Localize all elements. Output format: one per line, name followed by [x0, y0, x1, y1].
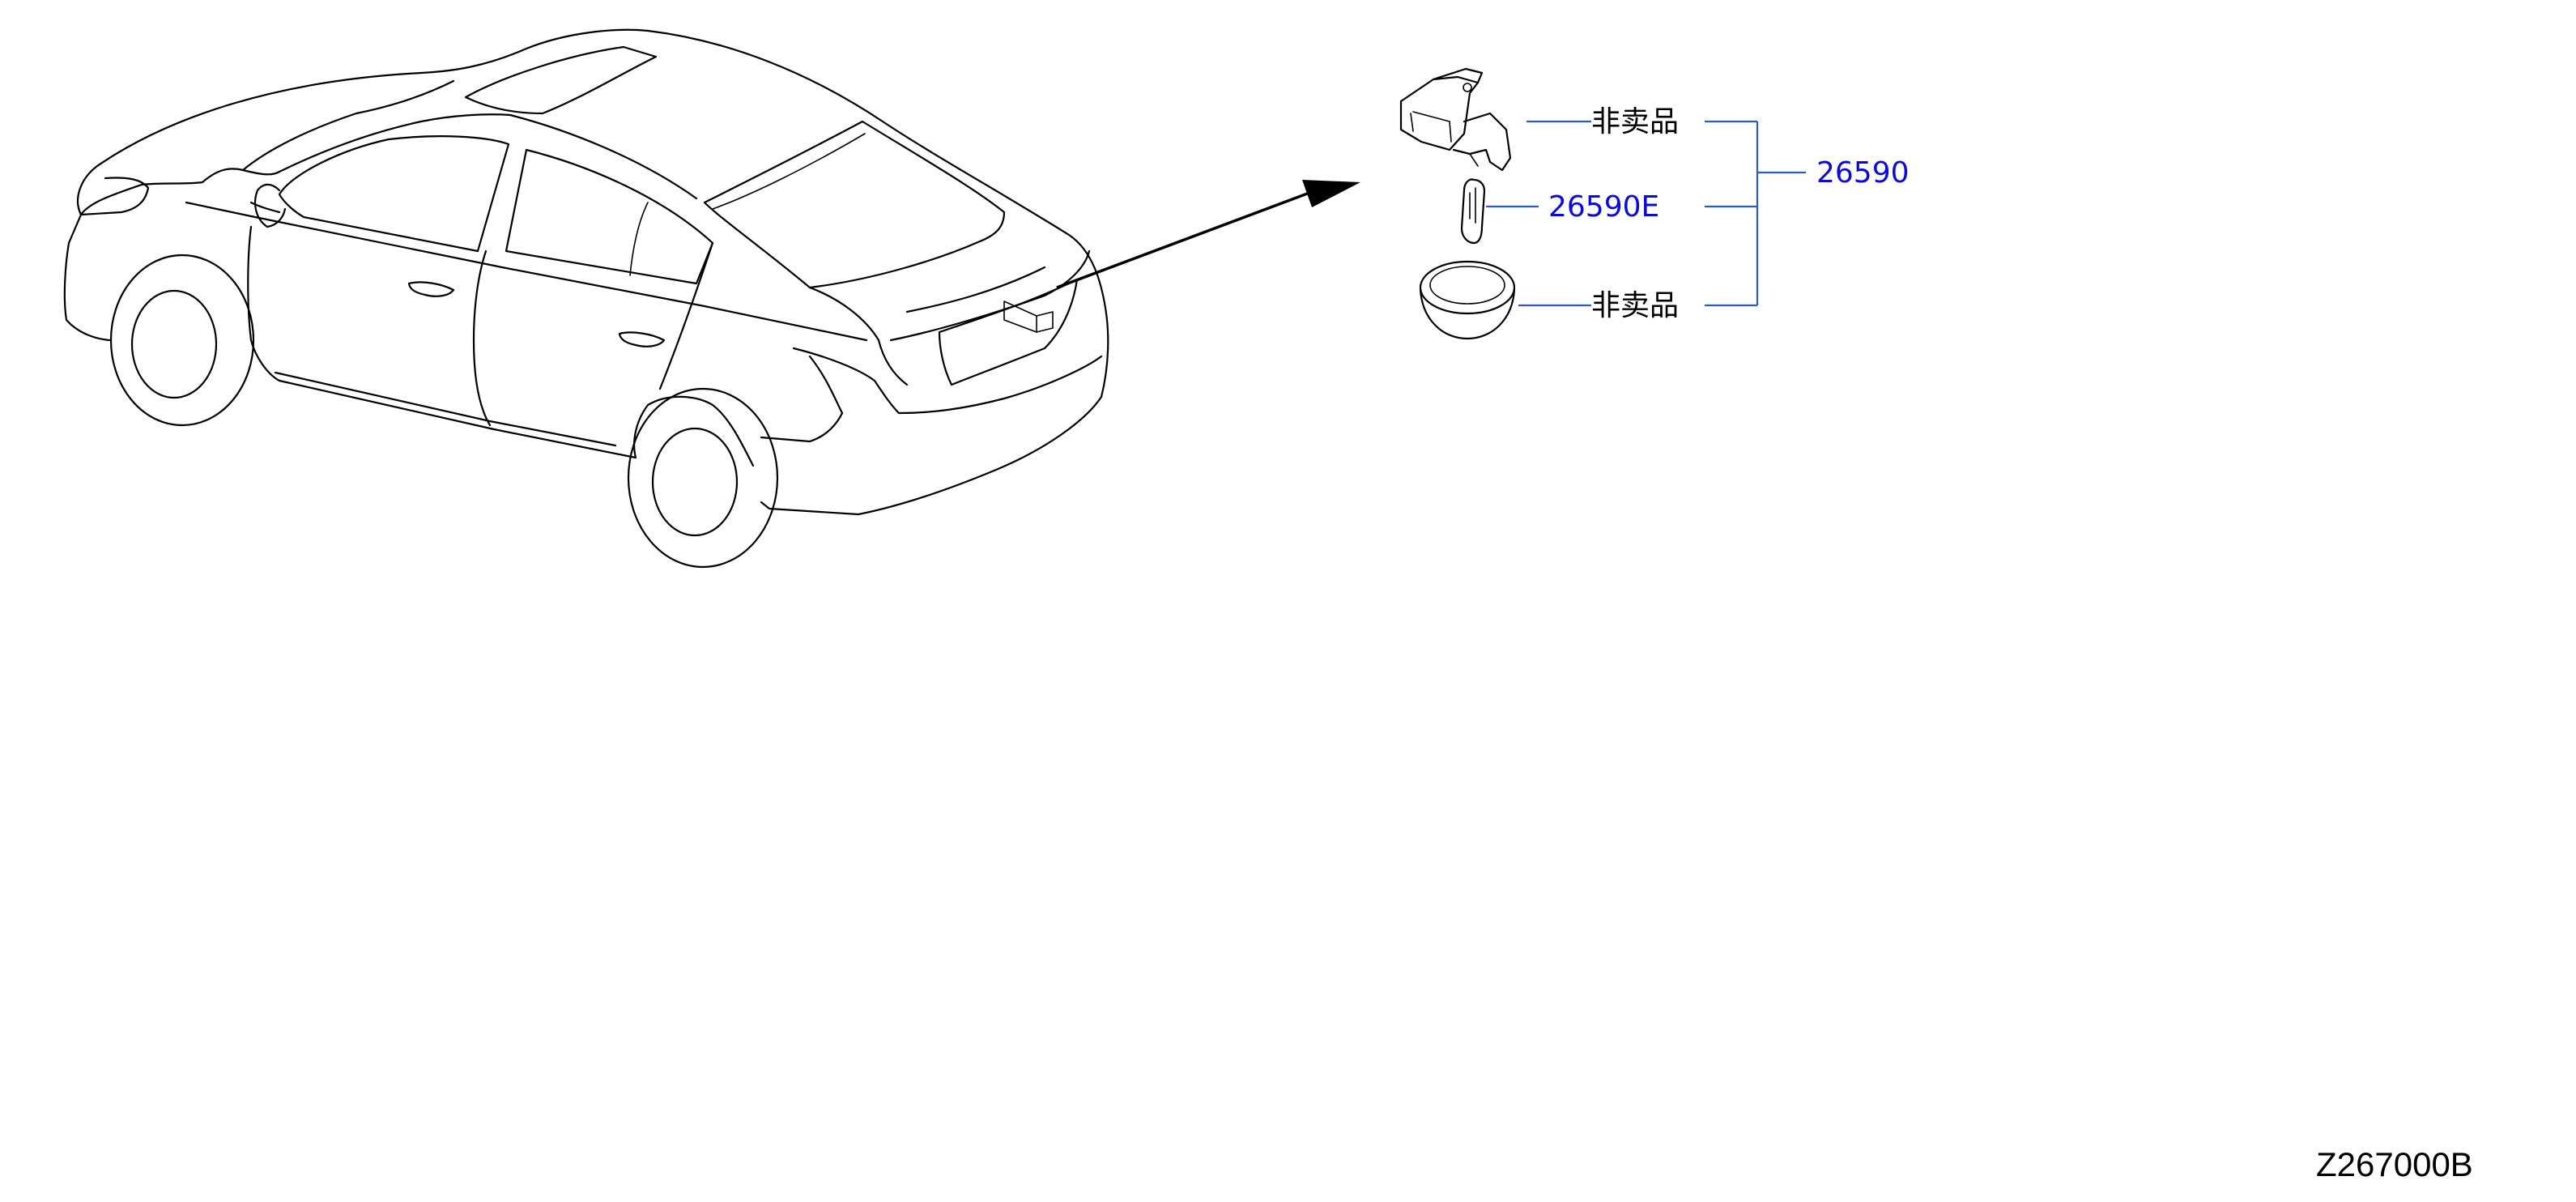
lens-cover-part: [1419, 260, 1516, 340]
bulb-part-number[interactable]: 26590E: [1548, 190, 1659, 224]
lamp-socket-part: [1399, 67, 1512, 172]
diagram-reference-code: Z267000B: [2316, 1145, 2473, 1183]
bulb-part: [1460, 178, 1486, 245]
socket-label: 非卖品: [1591, 105, 1679, 139]
vehicle-illustration: [63, 28, 1109, 569]
pointer-arrow: [1056, 180, 1360, 289]
cover-label: 非卖品: [1591, 289, 1679, 322]
callout-leaders: [1486, 120, 1806, 307]
assembly-part-number[interactable]: 26590: [1816, 156, 1910, 190]
